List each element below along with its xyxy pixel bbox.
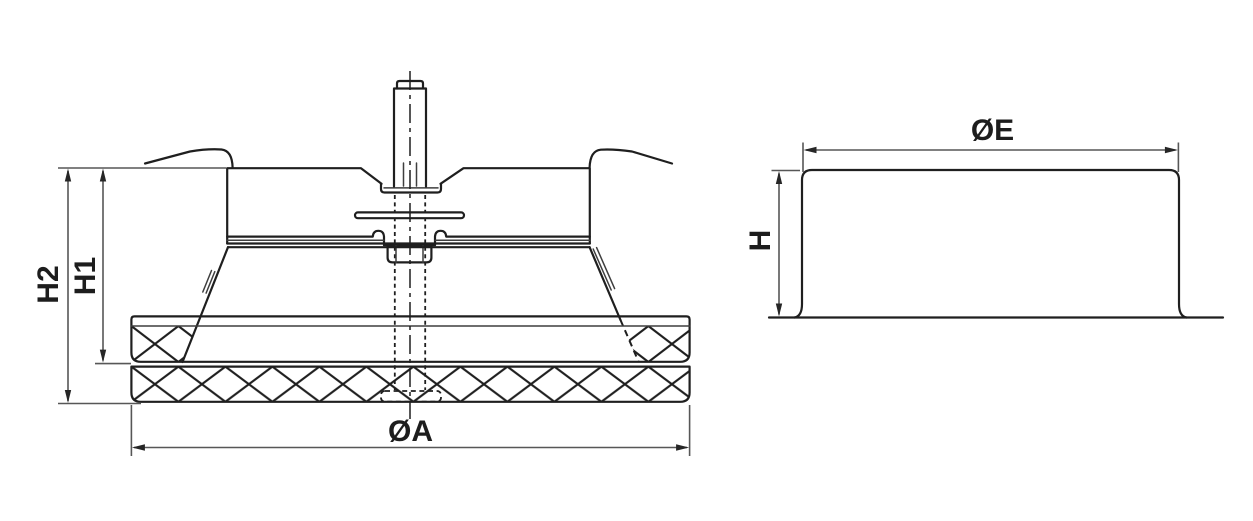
dimension-label-h: H [744, 230, 777, 252]
nut-outline [386, 244, 433, 264]
cone-slant-right [588, 246, 622, 322]
dimension-dia-a: ØA [130, 405, 691, 456]
valve-body [226, 167, 591, 247]
spring-clip-left [143, 148, 234, 169]
cone-seam-right [592, 246, 616, 291]
diffuser-cone [181, 246, 640, 364]
dia-a-arrow-left [131, 444, 145, 451]
body-right-wall [439, 167, 591, 245]
stud-neck-lines [402, 162, 418, 187]
hex-nut [386, 244, 433, 264]
h1-arrow-down [99, 349, 107, 363]
nut-facets [395, 245, 424, 264]
dimension-h1: H1 [69, 168, 131, 365]
panel-hatch-upper-right [623, 326, 690, 362]
panel-lower-outline [130, 365, 691, 403]
dimension-label-dia-e: ØE [971, 114, 1014, 147]
dimension-label-h2: H2 [32, 265, 65, 303]
dia-e-arrow-left [803, 146, 817, 154]
h2-arrow-down [64, 390, 72, 403]
h2-arrow-up [64, 168, 72, 182]
casing-outline [793, 168, 1188, 319]
dimension-label-dia-a: ØA [388, 415, 433, 448]
dia-e-arrow-right [1164, 146, 1178, 154]
h-arrow-down [775, 303, 783, 317]
cone-slant-right-hidden [619, 319, 640, 362]
cone-seam-left [202, 269, 216, 294]
dimension-h2: H2 [32, 167, 226, 405]
hidden-recess [380, 390, 442, 403]
panel-upper-outline [130, 315, 691, 363]
side-view: ØE H [744, 114, 1225, 319]
dimension-label-h1: H1 [69, 257, 102, 295]
h1-arrow-up [99, 168, 107, 182]
dimension-h: H [744, 169, 800, 317]
section-view: H2 H1 ØA [32, 71, 691, 456]
h-arrow-up [775, 171, 783, 184]
body-left-wall [226, 167, 383, 245]
spring-clip-right [588, 148, 674, 169]
panel-hatch-upper-left [131, 326, 197, 362]
dia-a-arrow-right [676, 444, 690, 451]
cone-slant-left [181, 246, 230, 364]
dimension-dia-e: ØE [802, 114, 1180, 172]
